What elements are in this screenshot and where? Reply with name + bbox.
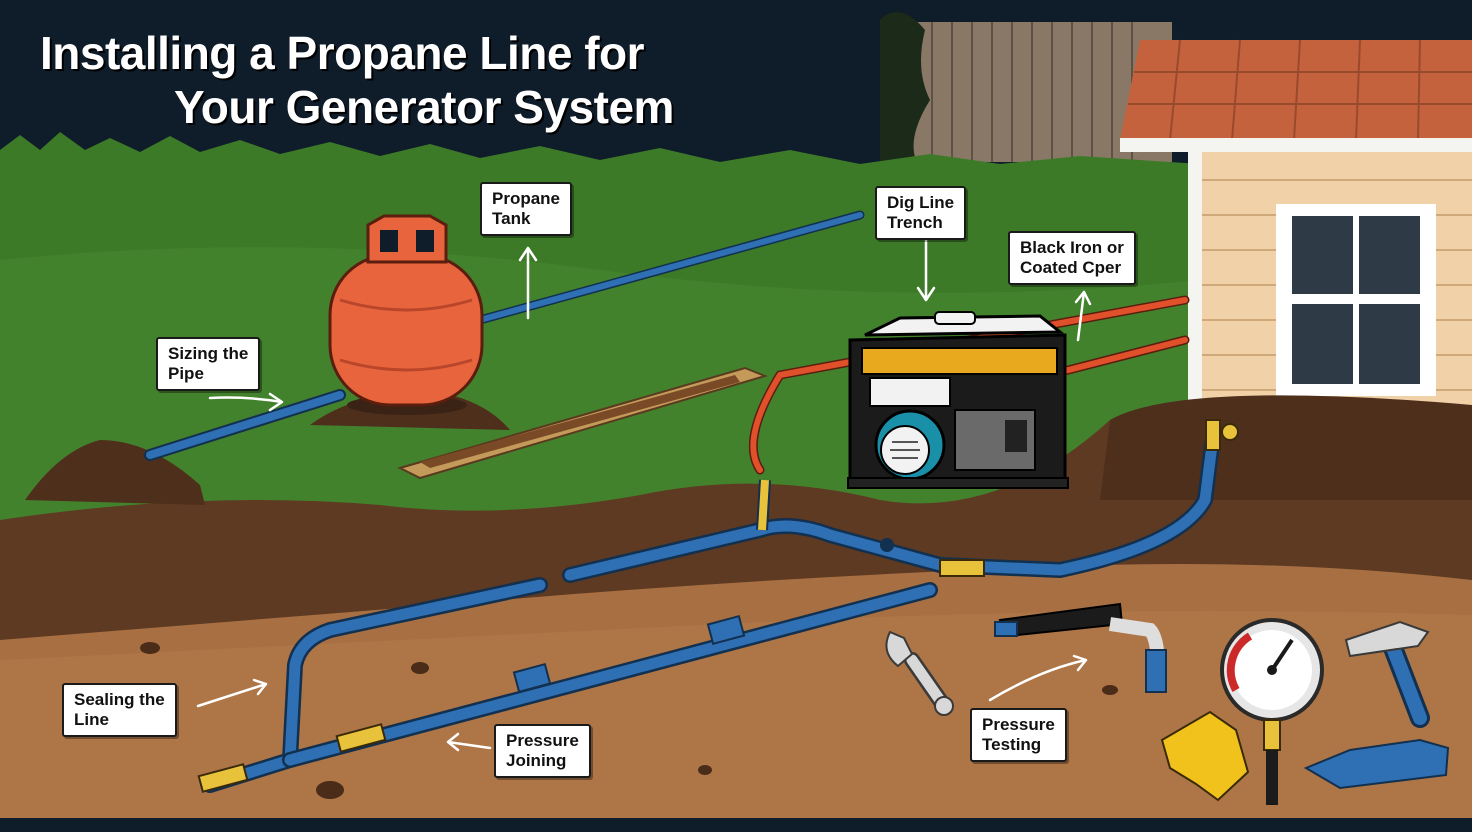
hammer-icon [1344, 620, 1430, 728]
propane-tank-icon [328, 214, 484, 415]
label-black-iron: Black Iron or Coated Cper [1008, 231, 1136, 285]
blue-pipe-surface [144, 210, 865, 461]
wrench-icon [885, 630, 954, 716]
wooden-fence [880, 12, 1172, 165]
surface-trench [397, 366, 769, 480]
house [1100, 39, 1472, 500]
blue-pipe-underground [197, 419, 1239, 793]
pressure-gauge-icon [1220, 618, 1324, 805]
gloves-icon [1160, 710, 1450, 802]
label-propane-tank: Propane Tank [480, 182, 573, 236]
label-pressure-joining: Pressure Joining [494, 724, 591, 778]
pipe-bender-icon [994, 602, 1167, 693]
label-dig-line-trench: Dig Line Trench [875, 186, 967, 240]
house-window [1276, 204, 1436, 396]
title-line-1: Installing a Propane Line for [40, 27, 645, 79]
label-pressure-testing: Pressure Testing [970, 708, 1067, 762]
label-sealing-line: Sealing the Line [62, 683, 177, 737]
diagram-title: Installing a Propane Line for Your Gener… [40, 26, 840, 134]
title-line-2: Your Generator System [174, 81, 674, 133]
label-sizing-pipe: Sizing the Pipe [156, 337, 261, 391]
generator-icon [847, 311, 1069, 489]
callout-arrows [196, 238, 1092, 752]
